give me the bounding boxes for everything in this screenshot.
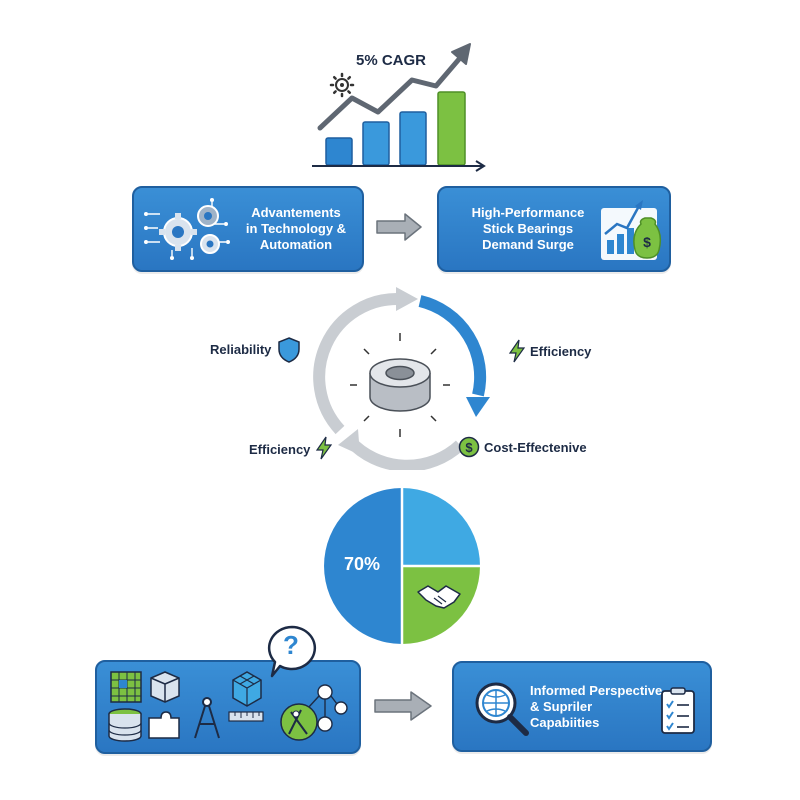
compass-icon	[194, 697, 220, 739]
money-bag-icon	[633, 217, 662, 259]
informed-perspective-card: Informed Perspective & Supriler Capabiit…	[452, 661, 712, 752]
arrow-right-icon	[374, 691, 432, 721]
network-icon	[307, 684, 348, 732]
efficiency-right-label: Efficiency	[530, 344, 592, 359]
database-icon	[108, 708, 142, 742]
reliability-label: Reliability	[210, 342, 272, 357]
question-bubble: ?	[266, 624, 318, 680]
tools-data-card	[95, 660, 361, 754]
pie-slice-large	[324, 488, 402, 644]
cycle-arrows-icon	[313, 287, 490, 470]
tech-card-text: Advantements in Technology & Automation	[245, 205, 347, 252]
pie-chart	[324, 488, 480, 644]
technology-automation-card: Advantements in Technology & Automation	[132, 186, 364, 272]
cube-icon	[150, 671, 180, 703]
bar-2	[362, 121, 390, 166]
informed-card-text: Informed Perspective & Supriler Capabiit…	[530, 683, 663, 730]
gear-icon	[329, 72, 355, 98]
isometric-cube-icon	[232, 671, 262, 707]
lightning-icon	[508, 339, 526, 363]
bar-3	[399, 111, 427, 166]
pie-percent-label: 70%	[344, 554, 381, 574]
share-pie-chart: 70%	[322, 486, 482, 646]
speech-bubble-icon	[267, 625, 317, 678]
bar-4	[437, 91, 466, 166]
magnifier-globe-icon	[475, 682, 529, 736]
pie-slice-upper-right	[402, 488, 480, 566]
checklist-icon	[661, 687, 695, 734]
money-growth-icon: $	[601, 200, 662, 260]
question-mark: ?	[283, 630, 299, 660]
cost-effective-label: Cost-Effectenive	[484, 440, 587, 455]
tools-data-icons	[108, 671, 348, 742]
drafting-tools-icon	[280, 703, 318, 741]
axis-arrow-icon	[475, 160, 486, 172]
demand-card-text: High-Performance Stick Bearings Demand S…	[471, 205, 585, 252]
cagr-label: 5% CAGR	[356, 52, 427, 69]
grid-map-icon	[110, 671, 142, 703]
trend-line	[317, 55, 463, 131]
lightning-icon	[315, 436, 333, 460]
benefit-cycle: Reliability Efficiency Efficiency $ Cost…	[0, 280, 800, 470]
arrow-right-icon	[376, 213, 422, 241]
bearing-icon	[350, 333, 450, 437]
gears-circuit-icon	[144, 198, 230, 260]
demand-surge-card: High-Performance Stick Bearings Demand S…	[437, 186, 671, 272]
handshake-icon	[417, 585, 461, 609]
efficiency-left-label: Efficiency	[249, 442, 311, 457]
trend-arrow-icon	[451, 43, 471, 65]
svg-text:$: $	[465, 440, 473, 455]
growth-chart-icon	[312, 43, 486, 172]
growth-chart: 5% CAGR	[300, 40, 500, 175]
svg-text:$: $	[643, 234, 651, 250]
bar-1	[325, 137, 353, 166]
dollar-coin-icon: $	[458, 436, 480, 458]
ruler-icon	[228, 711, 264, 722]
shield-icon	[278, 337, 300, 363]
puzzle-icon	[148, 711, 180, 739]
